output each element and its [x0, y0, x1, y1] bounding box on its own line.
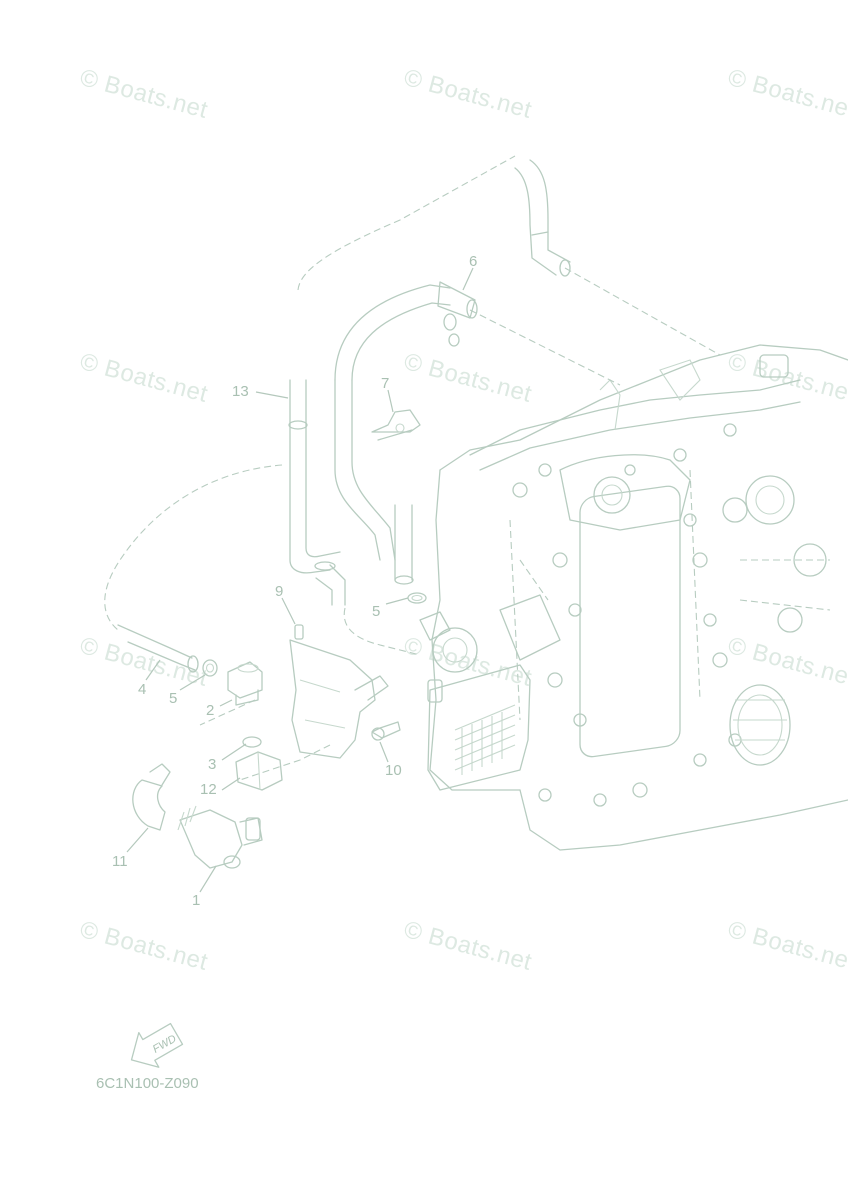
callout-4: 4: [138, 681, 146, 698]
part-1: [177, 805, 263, 869]
callout-11: 11: [112, 853, 128, 870]
hose-6: [334, 281, 478, 585]
top-hose: [514, 159, 571, 277]
callout-10: 10: [385, 762, 402, 779]
clamp-11: [132, 763, 171, 831]
callout-9: 9: [275, 583, 283, 600]
part-12: [235, 751, 283, 791]
callout-1: 1: [192, 892, 200, 909]
diagram-part-code: 6C1N100-Z090: [96, 1075, 199, 1092]
clip-7: [371, 409, 421, 441]
hose-routes: [104, 155, 721, 781]
callout-13: 13: [232, 383, 249, 400]
leader-lines: [126, 267, 474, 893]
callout-5-upper: 5: [372, 603, 380, 620]
hose-clip-6: [443, 313, 460, 347]
callout-2: 2: [206, 702, 214, 719]
bolt-10: [371, 721, 401, 741]
callout-5-lower: 5: [169, 690, 177, 707]
intake-grid: [454, 704, 516, 775]
part-2: [227, 661, 263, 706]
hose-4: [117, 624, 199, 673]
fwd-arrow-icon: FWD: [130, 1022, 184, 1068]
callout-3: 3: [208, 756, 216, 773]
callout-6: 6: [469, 253, 477, 270]
callouts: 1 2 3 4 5 5 6 7 9 10 11 12 13: [112, 253, 477, 909]
engine-block: [419, 344, 848, 851]
callout-12: 12: [200, 781, 217, 798]
hose-13: [288, 379, 346, 606]
part-3: [242, 736, 262, 748]
clip-5-upper: [407, 592, 427, 604]
clip-5-lower: [202, 659, 218, 677]
fwd-label: FWD: [151, 1033, 179, 1056]
callout-7: 7: [381, 375, 389, 392]
bracket-9: [289, 624, 389, 759]
